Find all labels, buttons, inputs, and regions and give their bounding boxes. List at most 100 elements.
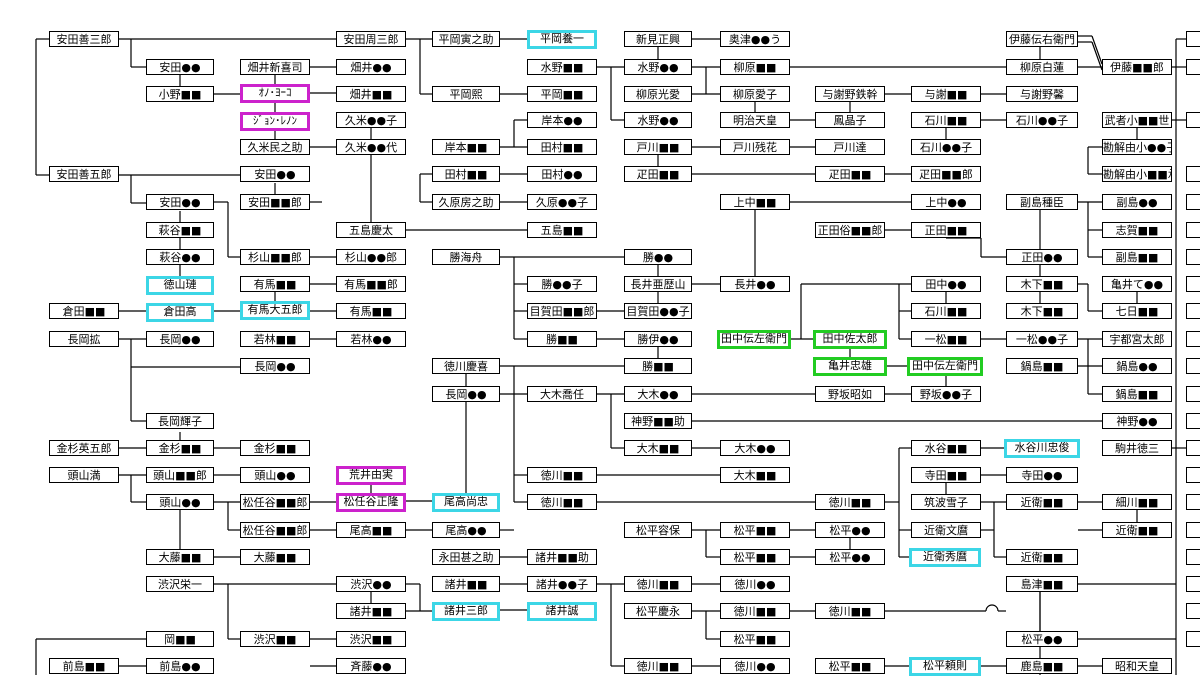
person-node: 畑井新喜司 [240,59,310,75]
person-node: 五島■■ [527,222,597,238]
person-node: 尾高●● [432,522,500,538]
person-node: 戸川達 [815,139,885,155]
person-node: 久米●●代 [336,139,406,155]
person-node: 副島種臣 [1006,194,1078,210]
person-node: 鍋島■■ [1102,386,1172,402]
person-node: 大木喬任 [527,386,597,402]
person-node: 木下■■ [1006,303,1078,319]
person-node: 水野●● [624,59,692,75]
person-node: 松平■■ [720,549,790,565]
person-node: 亀井て●● [1102,276,1172,292]
person-node: 勘解由小■■承 [1102,166,1172,182]
person-node [1186,358,1200,374]
person-node: 正田俗■■郎 [815,222,885,238]
person-node: 長井●● [720,276,790,292]
person-node: 上中■■ [720,194,790,210]
person-node: 長井亜歴山 [624,276,692,292]
person-node: 長岡輝子 [146,413,214,429]
person-node: 頭山●● [146,494,214,510]
person-node: 島津■■ [1006,576,1078,592]
person-node: 諸井■■ [432,576,500,592]
person-node: 水野●● [624,112,692,128]
person-node: 石川●●子 [1006,112,1078,128]
person-node: 伊藤伝右衛門 [1006,31,1078,47]
person-node: 寺田●● [1006,467,1078,483]
person-node: 金杉■■ [146,440,214,456]
person-node: 戸川残花 [720,139,790,155]
person-node: 前島■■ [49,658,119,674]
person-node: 長岡●● [240,358,310,374]
person-node: 水野■■ [527,59,597,75]
person-node: 鍋島●● [1102,358,1172,374]
person-node: 岸本●● [527,112,597,128]
person-node: 金杉英五郎 [49,440,119,456]
person-node: 昭和天皇 [1102,658,1172,674]
person-node: 正田■■ [911,222,981,238]
person-node: 松平●● [815,549,885,565]
person-node: ｼﾞｮﾝ･ﾚﾉﾝ [240,112,310,131]
person-node: 徳川●● [720,658,790,674]
person-node: 石川■■ [911,303,981,319]
person-node: 長岡拡 [49,331,119,347]
person-node: 伊藤■■郎 [1102,59,1172,75]
person-node: 有馬■■ [240,276,310,292]
person-node: 長岡●● [146,331,214,347]
person-node: 一松●●子 [1006,331,1078,347]
person-node: 近衛■■ [1102,522,1172,538]
person-node [1186,222,1200,238]
person-node: 明治天皇 [720,112,790,128]
person-node: 田村■■ [432,166,500,182]
person-node: 頭山■■郎 [146,467,214,483]
person-node: 七日■■ [1102,303,1172,319]
person-node: 有馬大五郎 [240,301,310,320]
person-node: 駒井徳三 [1102,440,1172,456]
person-node: 安田善三郎 [49,31,119,47]
person-node: 鹿島■■ [1006,658,1078,674]
person-node: 与謝■■ [911,86,981,102]
person-node [1186,276,1200,292]
person-node: 倉田■■ [49,303,119,319]
person-node: 寺田■■ [911,467,981,483]
person-node: 勝●●子 [527,276,597,292]
person-node: 安田周三郎 [336,31,406,47]
person-node: 徳川■■ [815,603,885,619]
person-node: 一松■■ [911,331,981,347]
person-node: 戸川■■ [624,139,692,155]
person-node: 疋田■■ [624,166,692,182]
person-node: 徳川慶喜 [432,358,500,374]
person-node: 萩谷●● [146,249,214,265]
person-node: 若林●● [336,331,406,347]
person-node: 徳川■■ [624,658,692,674]
person-node: 萩谷■■ [146,222,214,238]
person-node: 副島■■ [1102,249,1172,265]
person-node: 諸井■■助 [527,549,597,565]
person-node: 近衛■■ [1006,549,1078,565]
person-node: 大藤■■ [146,549,214,565]
person-node: 徳川■■ [624,576,692,592]
person-node [1186,494,1200,510]
person-node: 宇都宮太郎 [1102,331,1172,347]
person-node [1186,166,1200,182]
person-node: 諸井誠 [527,602,597,621]
person-node: 疋田■■ [815,166,885,182]
person-node: 松平●● [815,522,885,538]
person-node: 岸本■■ [432,139,500,155]
person-node: 勘解由小●●子 [1102,139,1172,155]
person-node: 石川●●子 [911,139,981,155]
person-node [1186,59,1200,75]
person-node: 荒井由実 [336,466,406,485]
person-node: 渋沢■■ [240,631,310,647]
person-node: 久米民之助 [240,139,310,155]
person-node [1186,413,1200,429]
person-node: 諸井●●子 [527,576,597,592]
person-node: 杉山●●郎 [336,249,406,265]
person-node [1186,249,1200,265]
person-node: 松平慶永 [624,603,692,619]
person-node: 近衛■■ [1006,494,1078,510]
person-node: 細川■■ [1102,494,1172,510]
person-node: 松平■■ [720,631,790,647]
person-node: 田中伝左衛門 [717,330,791,349]
person-node: 大藤■■ [240,549,310,565]
person-node: 松平頼則 [909,657,981,676]
